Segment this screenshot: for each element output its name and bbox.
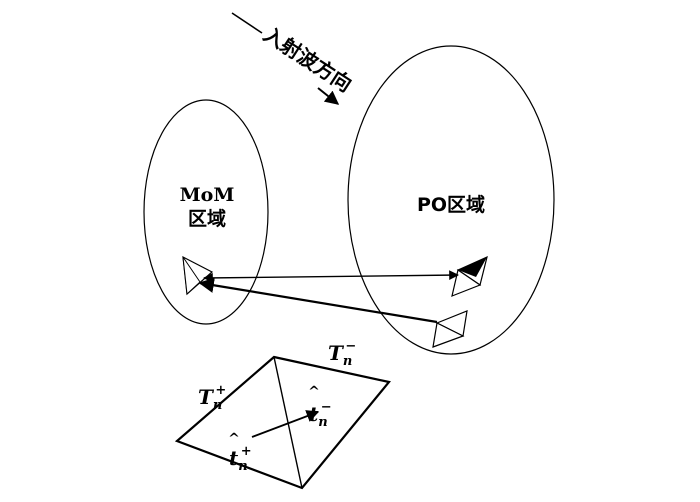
- t-hat-minus-sup: −: [321, 400, 332, 415]
- po-element-triangle-upper: [451, 255, 488, 297]
- po-region-label: PO区域: [417, 193, 485, 216]
- po-region-ellipse: [347, 45, 555, 355]
- t-hat-minus-label: tn−: [309, 400, 332, 430]
- t-plus-sup: +: [215, 383, 226, 398]
- incident-wave-label: 入射波方向: [259, 22, 356, 97]
- t-plus-base: T: [198, 385, 215, 409]
- t-hat-minus-sub: n: [318, 415, 327, 430]
- t-minus-label: Tn−: [328, 339, 356, 369]
- t-minus-sup: −: [345, 339, 356, 354]
- mom-region-ellipse: [143, 99, 269, 325]
- incident-wave-arrow: [317, 87, 340, 105]
- po-element-triangle-lower: [432, 310, 468, 348]
- t-hat-plus-base: t: [229, 446, 239, 470]
- mom-region-label-line1: MoM: [180, 184, 235, 206]
- interaction-arrow-upper: [203, 270, 459, 283]
- mom-element-triangle: [182, 255, 214, 296]
- t-plus-sub: n: [213, 398, 222, 413]
- t-hat-minus-base: t: [309, 402, 319, 426]
- t-hat-plus-hat: ^: [228, 431, 240, 447]
- interaction-arrow-lower: [198, 277, 438, 324]
- rwg-triangle-pair: [174, 355, 391, 490]
- t-minus-sub: n: [343, 354, 352, 369]
- t-hat-plus-sub: n: [238, 459, 247, 474]
- incident-wave-group: 入射波方向: [231, 12, 356, 105]
- t-hat-plus-label: tn+: [229, 444, 252, 474]
- t-hat-minus-hat: ^: [308, 384, 320, 400]
- t-minus-base: T: [328, 341, 345, 365]
- rwg-outline: [174, 355, 391, 490]
- t-plus-label: Tn+: [198, 383, 226, 413]
- rwg-current-vector: [251, 410, 320, 438]
- t-hat-plus-sup: +: [241, 444, 252, 459]
- mom-region-label-line2: 区域: [188, 207, 226, 230]
- incident-wave-tail: [231, 12, 263, 34]
